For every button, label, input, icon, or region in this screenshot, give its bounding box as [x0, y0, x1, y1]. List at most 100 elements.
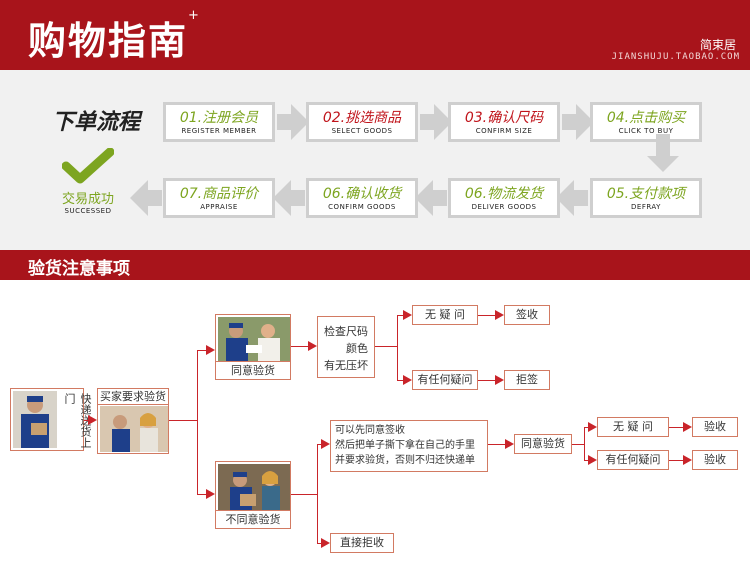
check-size: 检查尺码 [324, 325, 368, 338]
connector [375, 346, 397, 347]
arrow-down-icon [647, 134, 679, 172]
success-label: 交易成功 [61, 192, 114, 207]
connector [488, 444, 505, 445]
step-cn: 05.支付款项 [606, 186, 686, 202]
arrow-left-icon [130, 180, 162, 216]
connector [317, 444, 321, 445]
agree-image [218, 317, 290, 363]
arrow-head-icon [683, 455, 692, 465]
success-badge: 交易成功 SUCCESSED [56, 148, 120, 215]
sign-first-box: 可以先同意签收 然后把单子撕下拿在自己的手里 并要求验货，否则不归还快递单 [330, 420, 488, 472]
step-confirm-goods: 06.确认收货 CONFIRM GOODS [306, 178, 418, 218]
arrow-right-icon [420, 104, 452, 140]
arrow-head-icon [403, 310, 412, 320]
step-register: 01.注册会员 REGISTER MEMBER [163, 102, 275, 142]
connector [584, 427, 588, 428]
arrow-head-icon [403, 375, 412, 385]
step-cn: 06.物流发货 [464, 186, 544, 202]
connector [572, 444, 584, 445]
step-en: REGISTER MEMBER [181, 127, 257, 135]
connector [197, 350, 207, 351]
disagree-image [218, 464, 290, 512]
step-en: SELECT GOODS [331, 127, 393, 135]
step-appraise: 07.商品评价 APPRAISE [163, 178, 275, 218]
buyer-request-label: 买家要求验货 [98, 390, 168, 405]
buyer-image [100, 406, 168, 452]
inspect-box-1: 验收 [692, 417, 738, 437]
shop-url[interactable]: JIANSHUJU.TAOBAO.COM [611, 52, 740, 62]
no-doubt-box-2: 无 疑 问 [597, 417, 669, 437]
connector [478, 380, 495, 381]
connector [669, 427, 683, 428]
step-buy: 04.点击购买 CLICK TO BUY [590, 102, 702, 142]
arrow-head-icon [321, 538, 330, 548]
connector [84, 420, 88, 421]
arrow-right-icon [562, 104, 594, 140]
arrow-left-icon [273, 180, 305, 216]
plus-icon: + [188, 8, 199, 23]
step-en: CLICK TO BUY [618, 127, 674, 135]
courier-photo: 快递送货上门 [10, 388, 92, 451]
direct-reject-box: 直接拒收 [330, 533, 394, 553]
step-en: CONFIRM SIZE [475, 127, 533, 135]
connector [197, 494, 207, 495]
sign-box: 签收 [504, 305, 550, 325]
step-en: DELIVER GOODS [471, 203, 537, 211]
agree-photo: 同意验货 [215, 314, 291, 380]
connector [397, 315, 398, 380]
arrow-head-icon [683, 422, 692, 432]
step-cn: 01.注册会员 [179, 110, 259, 126]
buyer-request-photo: 买家要求验货 [97, 388, 169, 454]
step-cn: 07.商品评价 [179, 186, 259, 202]
check-damage: 有无压坏 [324, 359, 368, 372]
sign-first-line: 并要求验货，否则不归还快递单 [335, 455, 475, 466]
courier-image [13, 391, 57, 448]
inspect-box-2: 验收 [692, 450, 738, 470]
success-label-en: SUCCESSED [64, 207, 112, 215]
step-deliver: 06.物流发货 DELIVER GOODS [448, 178, 560, 218]
connector [584, 460, 588, 461]
header-banner: 购物指南 + 简束居 JIANSHUJU.TAOBAO.COM [0, 0, 750, 70]
step-en: CONFIRM GOODS [328, 203, 396, 211]
section-title: 验货注意事项 [28, 259, 130, 279]
process-label: 下单流程 [52, 110, 141, 135]
section-header: 验货注意事项 [0, 250, 750, 280]
step-select: 02.挑选商品 SELECT GOODS [306, 102, 418, 142]
connector [291, 346, 308, 347]
check-items-box: 检查尺码 颜色 有无压坏 [317, 316, 375, 378]
reject-box: 拒签 [504, 370, 550, 390]
connector [669, 460, 683, 461]
connector [291, 494, 317, 495]
inspection-flow: 快递送货上门 买家要求验货 同意验货 [0, 280, 750, 579]
connector [317, 444, 318, 544]
step-confirm-size: 03.确认尺码 CONFIRM SIZE [448, 102, 560, 142]
no-doubt-box: 无 疑 问 [412, 305, 478, 325]
connector [397, 315, 403, 316]
step-cn: 03.确认尺码 [464, 110, 544, 126]
arrow-head-icon [88, 415, 97, 425]
arrow-head-icon [206, 489, 215, 499]
arrow-head-icon [495, 375, 504, 385]
step-defray: 05.支付款项 DEFRAY [590, 178, 702, 218]
sign-first-line: 然后把单子撕下拿在自己的手里 [335, 440, 475, 451]
connector [169, 420, 197, 421]
agree-inspect-box: 同意验货 [514, 434, 572, 454]
shop-name[interactable]: 简束居 [699, 38, 736, 52]
any-doubt-box-2: 有任何疑问 [597, 450, 669, 470]
connector [197, 350, 198, 494]
disagree-label: 不同意验货 [216, 510, 290, 528]
arrow-head-icon [321, 439, 330, 449]
step-en: DEFRAY [631, 203, 661, 211]
agree-label: 同意验货 [216, 361, 290, 379]
step-cn: 06.确认收货 [322, 186, 402, 202]
step-cn: 02.挑选商品 [322, 110, 402, 126]
arrow-head-icon [505, 439, 514, 449]
checkmark-icon [62, 148, 114, 184]
any-doubt-box: 有任何疑问 [412, 370, 478, 390]
sign-first-line: 可以先同意签收 [335, 425, 405, 436]
arrow-left-icon [556, 180, 588, 216]
arrow-head-icon [588, 455, 597, 465]
arrow-head-icon [588, 422, 597, 432]
step-cn: 04.点击购买 [606, 110, 686, 126]
arrow-left-icon [415, 180, 447, 216]
